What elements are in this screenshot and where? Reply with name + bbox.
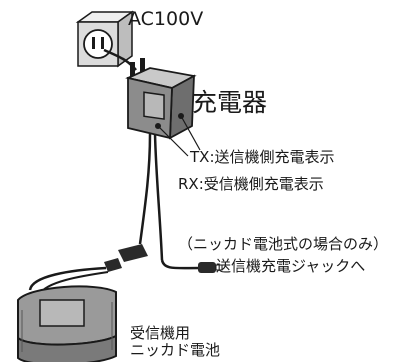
rx-leader-line [180, 115, 201, 151]
nicad-only-note: （ニッカド電池式の場合のみ） [178, 235, 389, 253]
battery-wire [28, 266, 107, 291]
wall-outlet-icon [75, 10, 135, 68]
tx-jack-label: 送信機充電ジャックへ [216, 257, 366, 275]
tx-indicator-label: TX:送信機側充電表示 [190, 148, 335, 166]
tx-leader-line [157, 125, 189, 157]
battery-label: 受信機用 ニッカド電池 [130, 325, 220, 359]
battery-label-line1: 受信機用 [130, 324, 191, 342]
battery-pack-icon [17, 285, 117, 362]
battery-connector-icon [104, 244, 148, 272]
tx-cable [160, 259, 201, 270]
output-cable [138, 133, 152, 245]
ac-voltage-label: AC100V [128, 8, 204, 30]
tx-jack-plug-icon [198, 262, 223, 273]
charger-label: 充電器 [192, 88, 268, 117]
charger-icon [125, 58, 197, 140]
rx-indicator-label: RX:受信機側充電表示 [178, 175, 324, 193]
battery-label-line2: ニッカド電池 [130, 341, 221, 359]
